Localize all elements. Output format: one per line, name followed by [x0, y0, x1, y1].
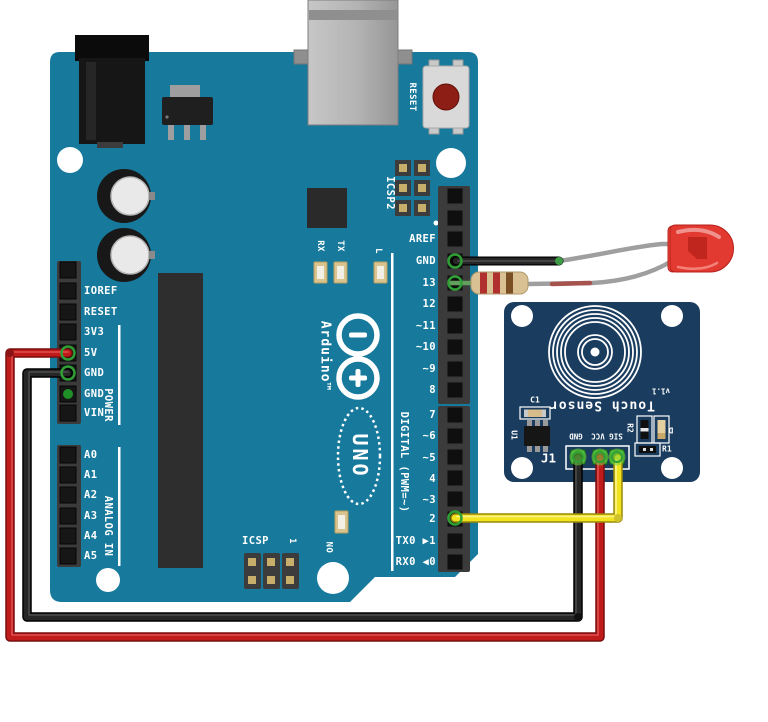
tx-label: TX	[335, 240, 345, 252]
pin-label-a2: A2	[84, 489, 97, 501]
j1-pin-sig: SIG	[609, 432, 623, 441]
capacitor	[97, 169, 155, 223]
pin-label-gnd2: GND	[84, 388, 104, 400]
j1-pin-vcc: VCC	[591, 432, 605, 441]
tx-led	[333, 261, 348, 284]
wire-bend	[574, 613, 582, 621]
pin-label-a3: A3	[84, 510, 97, 522]
pin-label-a0: A0	[84, 449, 97, 461]
uno-oval	[336, 406, 382, 506]
icsp-label: ICSP	[242, 535, 269, 547]
on-led	[334, 510, 349, 534]
sensor-version: v1.1	[651, 387, 670, 396]
digital-header-top	[438, 186, 470, 404]
pin-label-a4: A4	[84, 530, 97, 542]
pin-label-vin: VIN	[84, 407, 104, 419]
icsp-header	[244, 553, 299, 589]
u1-label: U1	[510, 430, 519, 440]
pin-label-d5: ~5	[423, 452, 436, 464]
lead-tip	[555, 257, 563, 265]
ic-u1	[524, 420, 550, 452]
reset-button[interactable]	[422, 59, 470, 135]
on-label: ON	[326, 541, 336, 553]
pin-label-d4: 4	[429, 473, 436, 485]
model-label: UNO	[348, 433, 372, 478]
wire-gnd[interactable]	[22, 368, 583, 622]
connection-markers	[60, 253, 626, 526]
smd-led-d	[653, 415, 670, 444]
touch-pad[interactable]	[548, 305, 642, 399]
led-leads	[525, 241, 679, 287]
reset-label: RESET	[407, 82, 417, 111]
group-label-digital: DIGITAL (PWM=~)	[398, 412, 410, 513]
voltage-regulator	[162, 85, 213, 140]
rx-led	[313, 261, 328, 284]
power-silk-line	[118, 325, 121, 425]
mcu-chip	[158, 273, 203, 568]
brand-label: Arduino™	[318, 321, 333, 392]
pin-label-d10: ~10	[416, 341, 436, 353]
resistor-r1	[634, 442, 661, 457]
module-hole	[661, 305, 683, 327]
digital-silk-line	[391, 253, 394, 571]
pin-label-5v: 5V	[84, 347, 98, 359]
pin-label-d3: ~3	[423, 494, 436, 506]
analog-silk-line	[118, 447, 121, 566]
mounting-hole	[317, 562, 349, 594]
pin-label-d0: RX0 ◀0	[396, 556, 436, 568]
pin-label-d6: ~6	[423, 430, 436, 442]
module-hole	[511, 457, 533, 479]
mounting-hole	[436, 148, 466, 178]
pin-label-d11: ~11	[416, 320, 436, 332]
pin-label-d13: 13	[423, 277, 436, 289]
j1-pin-gnd: GND	[569, 432, 583, 441]
power-header	[57, 261, 81, 424]
pin-label-d7: 7	[429, 409, 436, 421]
pin-label-a1: A1	[84, 469, 97, 481]
pin-label-d9: ~9	[423, 363, 436, 375]
power-jack	[75, 35, 149, 148]
wire-bend	[6, 349, 14, 357]
arduino-logo	[336, 313, 380, 400]
module-hole	[511, 305, 533, 327]
module-hole	[661, 457, 683, 479]
pin-label-d8: 8	[429, 384, 436, 396]
pin-label-aref: AREF	[409, 233, 436, 245]
pin-label-dgnd: GND	[416, 255, 436, 267]
icsp2-header	[395, 160, 439, 226]
pin-label-reset: RESET	[84, 306, 118, 318]
pin-label-d1: TX0 ▶1	[396, 535, 436, 547]
l-led	[373, 261, 388, 284]
digital-header-bottom	[438, 406, 470, 572]
arduino-board	[50, 52, 478, 602]
l-label: L	[373, 248, 383, 254]
wire-5v[interactable]	[5, 348, 605, 642]
pin-label-d12: 12	[423, 298, 436, 310]
analog-header	[57, 445, 81, 567]
mounting-hole	[96, 568, 120, 592]
d-label: D	[668, 426, 673, 435]
r1-label: R1	[662, 445, 672, 454]
rx-label: RX	[315, 240, 325, 252]
pin-label-ioref: IOREF	[84, 285, 118, 297]
red-led[interactable]	[667, 224, 734, 273]
capacitor	[97, 228, 155, 282]
usb-chip	[307, 188, 347, 228]
pin-label-d2: 2	[429, 513, 436, 525]
icsp2-label: ICSP2	[384, 176, 396, 210]
pin-label-3v3: 3V3	[84, 326, 104, 338]
pin-label-gnd1: GND	[84, 367, 104, 379]
mounting-hole	[57, 147, 83, 173]
c1-label: C1	[530, 396, 540, 405]
sensor-title: Touch Sensor	[549, 398, 655, 413]
group-label-analog: ANALOG IN	[102, 496, 114, 557]
usb-connector	[293, 0, 413, 126]
capacitor-c1	[519, 406, 551, 420]
r2-label: R2	[626, 423, 635, 433]
icsp-pin1-label: 1	[287, 538, 297, 544]
wire-bend	[614, 514, 622, 522]
j1-label: J1	[541, 451, 556, 466]
group-label-power: POWER	[102, 388, 114, 422]
pin-label-a5: A5	[84, 550, 97, 562]
